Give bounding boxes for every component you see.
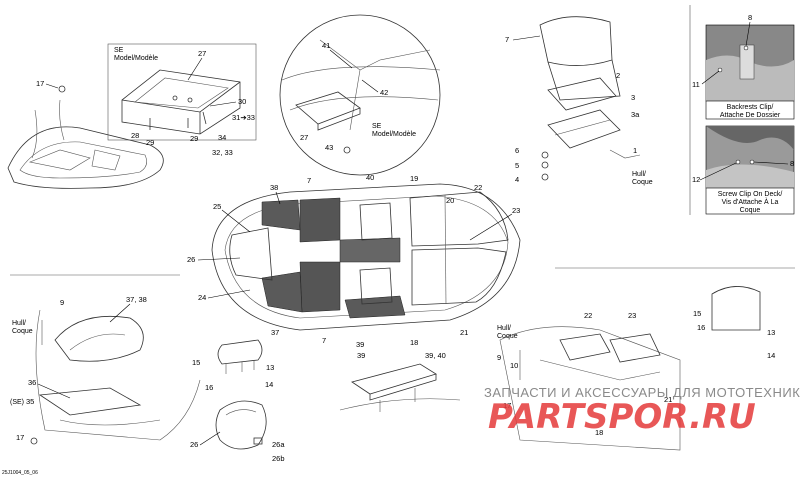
callout-28: 28 <box>131 131 139 140</box>
se-model-label-line2: Model/Modèle <box>114 55 158 62</box>
callout-16-left: 16 <box>205 383 213 392</box>
callout-23-rear: 23 <box>628 311 636 320</box>
callout-10: 10 <box>510 361 518 370</box>
callout-13-right: 13 <box>767 328 775 337</box>
backrest-clip-photo <box>705 24 795 120</box>
callout-5: 5 <box>515 161 519 170</box>
callout-11: 11 <box>692 80 700 89</box>
callout-9-left: 9 <box>60 298 64 307</box>
callout-17-bottom: 17 <box>16 433 24 442</box>
callout-6: 6 <box>515 146 519 155</box>
callout-2: 2 <box>616 71 620 80</box>
step-pad <box>339 363 461 412</box>
callout-29-right: 29 <box>190 134 198 143</box>
se-model-label-line1: SE <box>114 47 124 54</box>
watermark-text: ЗАПЧАСТИ И АКСЕССУАРЫ ДЛЯ МОТОТЕХНИКИ <box>484 385 800 400</box>
callout-37-deck: 37 <box>271 328 279 337</box>
callout-18-rear: 18 <box>595 428 603 437</box>
callout-22-deck: 22 <box>474 183 482 192</box>
callout-39-deck: 39 <box>356 340 364 349</box>
callout-7-deck-top: 7 <box>307 176 311 185</box>
bolster-cushion-left <box>217 339 263 374</box>
callout-16-right: 16 <box>697 323 705 332</box>
callout-17-right: 17 <box>503 401 511 410</box>
callout-1: 1 <box>633 146 637 155</box>
callout-18-deck: 18 <box>410 338 418 347</box>
callout-35: 35 <box>26 397 34 406</box>
rear-cushion <box>215 400 267 450</box>
callout-36: 36 <box>28 378 36 387</box>
backrest-caption-2: Attache De Dossier <box>720 112 781 119</box>
boat-overview-sketch <box>7 85 164 189</box>
callout-14-right: 14 <box>767 351 775 360</box>
callout-9-right: 9 <box>497 353 501 362</box>
se-model-circle-label1: SE <box>372 123 382 130</box>
callout-8-top: 8 <box>748 13 752 22</box>
callout-26b: 26b <box>272 454 285 463</box>
callout-26-bottom: 26 <box>190 440 198 449</box>
callout-26-deck: 26 <box>187 255 195 264</box>
callout-39-pad: 39 <box>357 351 365 360</box>
storage-detail-circle <box>279 14 441 176</box>
callout-27-circle: 27 <box>300 133 308 142</box>
callout-29-left: 29 <box>146 138 154 147</box>
screw-caption-1: Screw Clip On Deck/ <box>718 191 783 198</box>
callout-30: 30 <box>238 97 246 106</box>
hull-coque-label-right2: Coque <box>497 333 518 340</box>
callout-7-deck-bottom: 7 <box>322 336 326 345</box>
callout-7-seat: 7 <box>505 35 509 44</box>
callout-43: 43 <box>325 143 333 152</box>
callout-15-right: 15 <box>693 309 701 318</box>
se-35-prefix: (SE) <box>10 399 24 406</box>
backrest-caption-1: Backrests Clip/ <box>727 104 774 111</box>
callout-21-rear: 21 <box>664 395 672 404</box>
hull-coque-label-left1: Hull/ <box>12 320 26 327</box>
callout-3: 3 <box>631 93 635 102</box>
callout-12: 12 <box>692 175 700 184</box>
hull-coque-label-top2: Coque <box>632 179 653 186</box>
callout-17: 17 <box>36 79 44 88</box>
se-model-box <box>107 43 257 141</box>
hull-coque-label-left2: Coque <box>12 328 33 335</box>
watermark-logo: PARTSPOR.RU <box>488 397 756 437</box>
screw-caption-3: Coque <box>740 207 761 214</box>
callout-22-rear: 22 <box>584 311 592 320</box>
rear-seat-assembly <box>499 286 761 451</box>
main-boat-deck <box>211 183 521 331</box>
callout-26a: 26a <box>272 440 285 449</box>
seat-assembly <box>539 16 641 181</box>
callout-40: 40 <box>366 173 374 182</box>
callout-8-bottom: 8 <box>790 159 794 168</box>
callout-3a: 3a <box>631 110 640 119</box>
callout-21-deck: 21 <box>460 328 468 337</box>
callout-39-40: 39, 40 <box>425 351 446 360</box>
callout-19: 19 <box>410 174 418 183</box>
callout-42: 42 <box>380 88 388 97</box>
callout-25: 25 <box>213 202 221 211</box>
callout-13-left: 13 <box>266 363 274 372</box>
callout-4: 4 <box>515 175 519 184</box>
callout-23-deck: 23 <box>512 206 520 215</box>
hull-coque-label-top1: Hull/ <box>632 171 646 178</box>
callout-27: 27 <box>198 49 206 58</box>
callout-41: 41 <box>322 41 330 50</box>
callout-24: 24 <box>198 293 206 302</box>
callout-32-33: 32, 33 <box>212 148 233 157</box>
se-model-circle-label2: Model/Modèle <box>372 131 416 138</box>
callout-15-left: 15 <box>192 358 200 367</box>
hull-interior-sketch <box>35 309 201 441</box>
drawing-code: 25J1004_05_06 <box>2 470 38 476</box>
callout-37-38: 37, 38 <box>126 295 147 304</box>
callout-34: 34 <box>218 133 226 142</box>
callout-31-33: 31➔33 <box>232 113 255 122</box>
screw-clip-photo <box>705 125 795 215</box>
callout-38: 38 <box>270 183 278 192</box>
callout-20: 20 <box>446 196 454 205</box>
callout-14-left: 14 <box>265 380 273 389</box>
hull-coque-label-right1: Hull/ <box>497 325 511 332</box>
screw-caption-2: Vis d'Attache À La <box>722 197 779 206</box>
